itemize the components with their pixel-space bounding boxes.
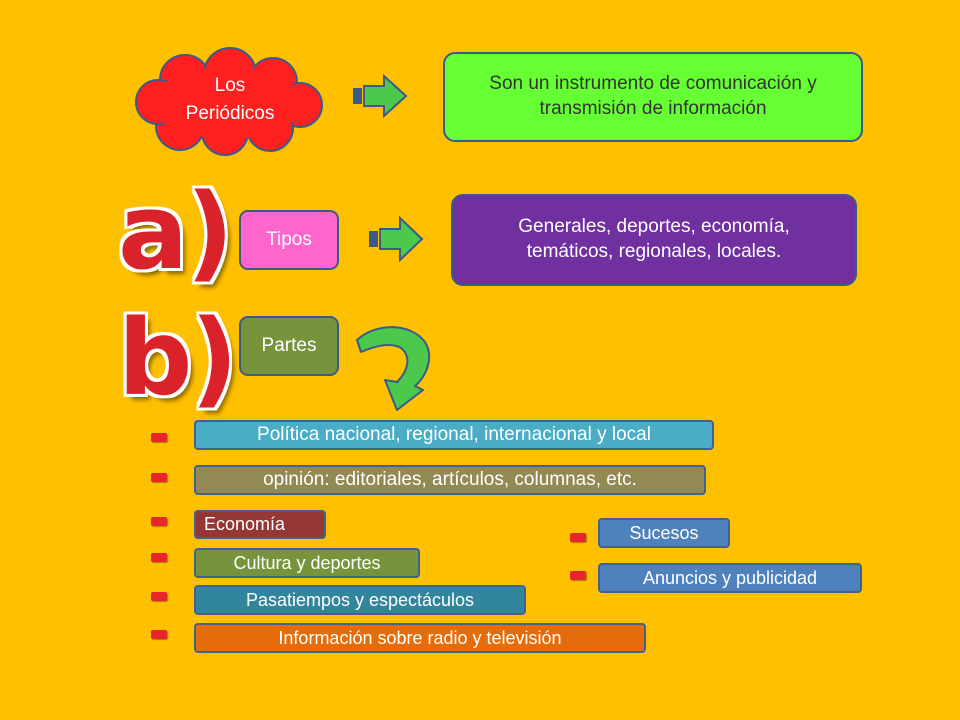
part-item-cultura: Cultura y deportes [194,548,420,578]
bullet-dash-icon [570,533,586,542]
part-item-opinion: opinión: editoriales, artículos, columna… [194,465,706,495]
tipos-box: Tipos [239,210,339,270]
arrow-right-icon [353,73,408,119]
partes-label: Partes [261,334,317,356]
definition-box: Son un instrumento de comunicación y tra… [443,52,863,142]
arrow-right-icon [369,215,424,263]
bullet-dash-icon [151,630,167,639]
tipos-label: Tipos [266,228,312,250]
types-description-box: Generales, deportes, economía, temáticos… [451,194,857,286]
section-b-marker: b) [118,297,238,419]
bullet-dash-icon [151,433,167,442]
types-description-text: Generales, deportes, economía, temáticos… [518,216,790,262]
cloud-label: Los Periódicos [185,75,275,124]
part-item-radio-tv: Información sobre radio y televisión [194,623,646,653]
part-item-pasatiempos: Pasatiempos y espectáculos [194,585,526,615]
definition-text: Son un instrumento de comunicación y tra… [489,73,817,119]
partes-box: Partes [239,316,339,376]
bullet-dash-icon [151,592,167,601]
part-item-economia: Economía [194,510,326,539]
section-a-marker: a) [118,171,234,293]
part-item-politica: Política nacional, regional, internacion… [194,420,714,450]
bullet-dash-icon [570,571,586,580]
part-item-anuncios: Anuncios y publicidad [598,563,862,593]
bullet-dash-icon [151,517,167,526]
cloud-shape [135,47,323,156]
bullet-dash-icon [151,473,167,482]
part-item-sucesos: Sucesos [598,518,730,548]
bullet-dash-icon [151,553,167,562]
curved-arrow-down-icon [356,326,431,411]
